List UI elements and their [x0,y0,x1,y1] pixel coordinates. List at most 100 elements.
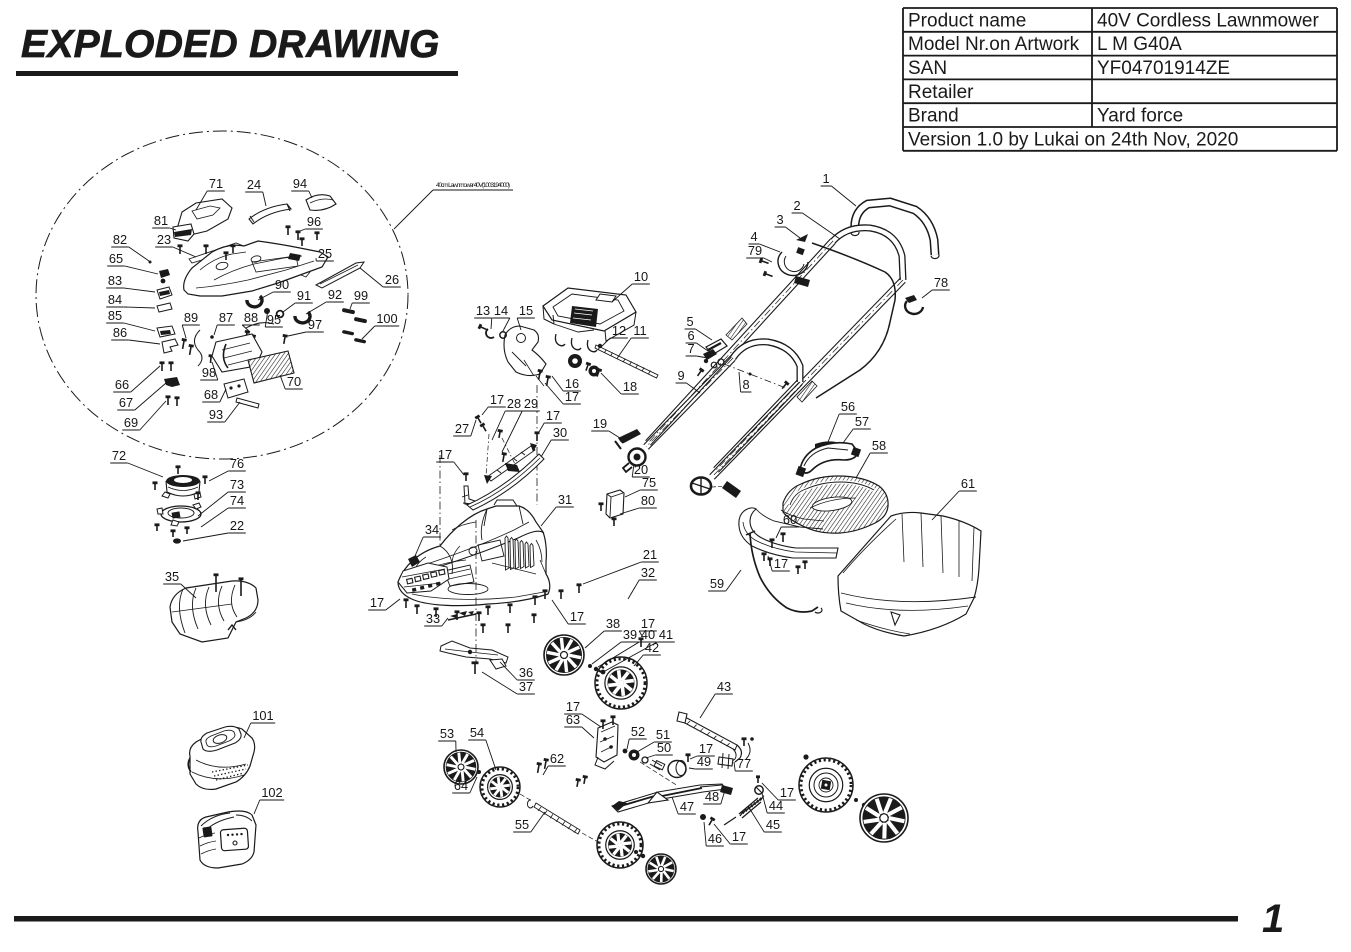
svg-text:58: 58 [872,438,886,453]
svg-text:50: 50 [657,740,671,755]
svg-text:93: 93 [209,407,223,422]
svg-text:46: 46 [708,831,722,846]
svg-text:97: 97 [308,317,322,332]
svg-text:96: 96 [307,214,321,229]
svg-text:42: 42 [645,640,659,655]
svg-text:1: 1 [1262,897,1284,941]
svg-text:72: 72 [112,448,126,463]
svg-text:79: 79 [748,243,762,258]
svg-text:76: 76 [230,456,244,471]
svg-text:65: 65 [109,251,123,266]
svg-text:37: 37 [519,679,533,694]
svg-text:L M G40A: L M G40A [1097,34,1182,55]
svg-text:63: 63 [566,712,580,727]
svg-text:51: 51 [656,727,670,742]
svg-text:31: 31 [558,492,572,507]
svg-text:YF04701914ZE: YF04701914ZE [1097,58,1230,79]
svg-text:90: 90 [275,277,289,292]
svg-text:74: 74 [230,493,244,508]
svg-text:56: 56 [841,399,855,414]
svg-text:EXPLODED DRAWING: EXPLODED DRAWING [21,23,440,66]
svg-text:47: 47 [680,799,694,814]
svg-text:13: 13 [476,303,490,318]
svg-text:24: 24 [247,177,261,192]
svg-text:77: 77 [737,756,751,771]
svg-text:28: 28 [507,396,521,411]
svg-text:17: 17 [774,556,788,571]
svg-text:83: 83 [108,273,122,288]
svg-text:39: 39 [623,627,637,642]
svg-text:78: 78 [934,275,948,290]
svg-text:11: 11 [633,323,646,338]
svg-text:Model Nr.on Artwork: Model Nr.on Artwork [908,34,1080,55]
svg-text:2: 2 [793,198,800,213]
svg-text:19: 19 [593,416,607,431]
svg-text:34: 34 [425,522,439,537]
svg-text:Yard force: Yard force [1097,106,1183,127]
svg-text:1: 1 [822,171,829,186]
svg-text:SAN: SAN [908,58,947,79]
svg-text:17: 17 [546,408,560,423]
svg-text:61: 61 [961,476,975,491]
svg-text:70: 70 [287,374,301,389]
svg-text:Brand: Brand [908,106,959,127]
svg-text:8: 8 [742,377,749,392]
svg-text:55: 55 [515,817,529,832]
svg-text:17: 17 [780,785,794,800]
svg-text:94: 94 [293,176,307,191]
svg-text:40V Cordless Lawnmower: 40V Cordless Lawnmower [1097,10,1319,31]
svg-text:17: 17 [699,741,713,756]
svg-text:14: 14 [494,303,508,318]
svg-text:6: 6 [687,328,694,343]
svg-text:26: 26 [385,272,399,287]
svg-text:29: 29 [524,396,538,411]
svg-text:17: 17 [732,829,746,844]
svg-text:17: 17 [566,699,580,714]
svg-text:45: 45 [766,817,780,832]
svg-text:10: 10 [634,269,648,284]
svg-text:85: 85 [108,308,122,323]
svg-text:59: 59 [710,576,724,591]
svg-text:81: 81 [154,213,168,228]
svg-text:100: 100 [376,311,397,326]
svg-text:17: 17 [370,595,384,610]
svg-text:15: 15 [519,303,533,318]
svg-text:68: 68 [204,387,218,402]
svg-text:57: 57 [855,414,869,429]
svg-text:54: 54 [470,725,484,740]
svg-text:Product name: Product name [908,10,1026,31]
svg-text:88: 88 [244,310,258,325]
svg-text:22: 22 [230,518,244,533]
svg-text:30: 30 [553,425,567,440]
svg-text:84: 84 [108,292,122,307]
svg-text:89: 89 [184,310,198,325]
svg-text:36: 36 [519,665,533,680]
svg-text:87: 87 [219,310,233,325]
svg-text:12: 12 [612,323,626,338]
svg-text:20: 20 [634,462,648,477]
svg-text:71: 71 [209,176,223,191]
svg-text:27: 27 [455,421,469,436]
svg-text:48: 48 [705,789,719,804]
svg-text:5: 5 [686,314,693,329]
svg-text:49: 49 [697,754,711,769]
svg-text:95: 95 [267,312,281,327]
svg-text:7: 7 [687,341,694,356]
svg-text:44: 44 [769,798,783,813]
svg-text:4: 4 [750,229,757,244]
svg-text:43: 43 [717,679,731,694]
svg-text:35: 35 [165,569,179,584]
svg-text:40cm Lawnmower 40V(1003194000): 40cm Lawnmower 40V(1003194000) [436,182,510,189]
svg-text:23: 23 [157,232,171,247]
svg-text:92: 92 [328,287,342,302]
svg-text:17: 17 [490,392,504,407]
svg-text:62: 62 [550,751,564,766]
svg-text:21: 21 [643,547,657,562]
svg-text:33: 33 [426,611,440,626]
svg-text:98: 98 [202,365,216,380]
svg-text:17: 17 [438,447,452,462]
svg-text:53: 53 [440,726,454,741]
svg-text:80: 80 [641,493,655,508]
svg-text:25: 25 [318,246,332,261]
svg-text:73: 73 [230,477,244,492]
